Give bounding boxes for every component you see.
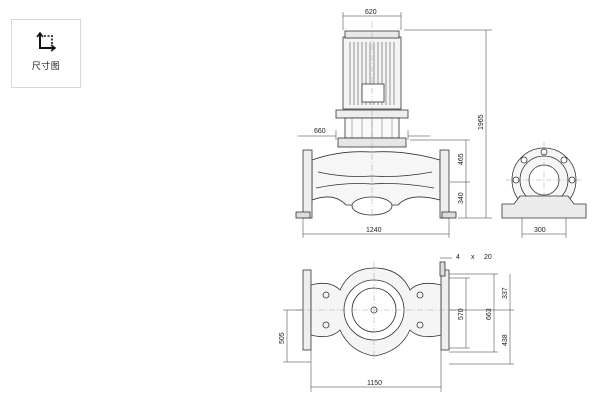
dim-plan-bolt-a: 4 — [456, 254, 460, 261]
dim-front-340: 340 — [458, 192, 465, 204]
side-view — [501, 142, 587, 219]
plan-view — [296, 261, 456, 360]
dim-side-300: 300 — [534, 227, 546, 234]
base-foot-left — [295, 211, 311, 219]
outlet-flange — [439, 149, 450, 219]
dim-plan-bolt-x: x — [471, 254, 475, 261]
dimensions-button-label: 尺寸图 — [31, 61, 61, 72]
dim-plan-438: 438 — [502, 334, 509, 346]
anchor-bolt-slot — [439, 261, 446, 277]
dim-plan-1150: 1150 — [367, 380, 382, 387]
front-view-dimensions — [298, 12, 492, 238]
dim-plan-505: 505 — [279, 332, 286, 344]
front-view — [295, 22, 457, 220]
dim-plan-570: 570 — [458, 308, 465, 320]
inlet-flange — [302, 149, 313, 219]
dim-front-1965: 1965 — [478, 114, 485, 130]
dim-front-620: 620 — [365, 9, 377, 16]
dim-plan-337: 337 — [502, 287, 509, 299]
dim-plan-663: 663 — [486, 308, 493, 320]
dimension-corner-icon — [36, 31, 56, 52]
side-view-dimensions — [521, 218, 567, 238]
plan-view-dimensions — [283, 257, 514, 392]
base-foot-right — [441, 211, 457, 219]
dim-front-660: 660 — [314, 128, 326, 135]
dim-plan-bolt-b: 20 — [484, 254, 492, 261]
terminal-box — [361, 83, 385, 103]
dim-front-1240: 1240 — [366, 227, 382, 234]
side-base — [501, 195, 587, 219]
dim-front-465: 465 — [458, 153, 465, 165]
dimensions-button[interactable]: 尺寸图 — [11, 19, 81, 88]
